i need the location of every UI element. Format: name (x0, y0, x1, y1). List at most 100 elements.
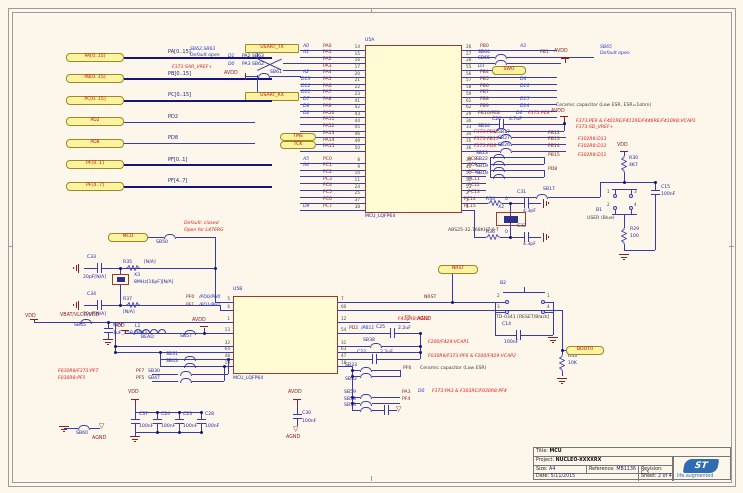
net-label: PF5 (136, 375, 145, 381)
wire (338, 310, 562, 311)
power-symbol (559, 380, 565, 382)
wire (600, 182, 601, 197)
power-symbol (623, 259, 625, 260)
junction-dot (177, 410, 181, 414)
wire (512, 150, 566, 152)
capacitor-icon (97, 263, 99, 273)
wire (474, 210, 475, 237)
button-contact-icon (629, 194, 633, 198)
bus-net-label: PB[0..15] (168, 70, 192, 77)
junction-dot (226, 357, 230, 361)
bus-wire (124, 78, 272, 80)
wire (462, 176, 486, 178)
junction-dot (418, 331, 422, 335)
wire (524, 287, 525, 292)
u5a-pin-number: 29 (466, 111, 472, 116)
power-symbol (78, 300, 79, 310)
wire (490, 177, 544, 179)
power-symbol (30, 318, 38, 320)
net-label: PB6 (480, 83, 489, 89)
power-symbol (107, 344, 109, 345)
net-label: PF7 (136, 368, 145, 374)
net-label: PA1 (323, 50, 332, 56)
comment-text: Ceramic capacitor (Low ESR) (420, 365, 487, 371)
wire (338, 359, 372, 360)
power-symbol (78, 263, 79, 273)
power-symbol (105, 341, 111, 343)
button-contact-icon (629, 206, 633, 210)
power-symbol (245, 73, 247, 80)
mcu-u5b-box (233, 296, 338, 374)
u5a-pin-number: 38 (354, 203, 360, 209)
u5a-pin-number: 45 (354, 124, 360, 130)
title-label: Title: (536, 448, 548, 454)
wire (338, 333, 390, 334)
arduino-pin-label: /PD0/PH0 (199, 294, 221, 300)
wire (495, 312, 505, 313)
designator: SB33 (345, 363, 357, 369)
junction-dot (199, 430, 203, 434)
power-label: AVDD (288, 390, 302, 395)
wire (338, 366, 352, 367)
component-value: 8MHz[16pF][N/A] (134, 279, 174, 285)
designator: C15 (661, 184, 671, 190)
arduino-pin-label: D6 (516, 110, 523, 116)
junction-dot (213, 266, 217, 270)
u5b-pin-number: 19 (217, 360, 230, 365)
designator: R34 (486, 196, 496, 202)
u5a-package: MCU_LQFP64 (365, 214, 396, 219)
bus-wire (124, 100, 272, 102)
solder-bridge-icon (78, 425, 90, 430)
net-label: PC0 (323, 156, 332, 162)
power-label: VDD (617, 143, 628, 148)
power-symbol (132, 438, 138, 440)
designator: SB23 (476, 150, 488, 156)
power-symbol (73, 304, 74, 306)
net-label: PC10 (468, 170, 480, 175)
wire (462, 196, 536, 198)
net-label: PC13 (468, 190, 480, 195)
wire (510, 237, 524, 238)
capacitor-icon (499, 118, 501, 129)
net-label: PB12 (548, 130, 560, 136)
designator: C29 (113, 323, 123, 328)
arduino-pin-label: A1 (303, 50, 310, 56)
sheet-label: Sheet: (641, 474, 657, 479)
power-symbol (548, 337, 558, 338)
wire (462, 63, 495, 65)
variant-note: F030R8/F373:PF6 & F200/F429:VCAP2 (428, 353, 516, 359)
power-symbol (621, 256, 627, 258)
designator: C23 (183, 412, 193, 417)
wire (352, 370, 360, 371)
pin-number: 3 (497, 303, 500, 309)
u5a-pin-number: 42 (354, 104, 360, 110)
wire (372, 370, 400, 371)
net-label: PB9 (480, 103, 489, 109)
capacitor-icon (153, 422, 162, 424)
arduino-pin-label: D8 (303, 103, 310, 109)
wire (120, 285, 121, 305)
component-value: 100nF (161, 423, 176, 429)
wire (512, 144, 566, 146)
u5a-pin-number: 14 (354, 43, 360, 49)
u5b-pin-number: 12 (341, 315, 347, 321)
designator: C33 (87, 255, 97, 260)
capacitor-icon (175, 422, 184, 424)
net-label: PD8 (548, 166, 558, 172)
wire (257, 53, 258, 58)
title-row: Title: MCU (534, 448, 731, 457)
wire (300, 117, 365, 119)
net-label: PC4 (323, 183, 332, 189)
variant-note: F373:PE8 (528, 110, 550, 116)
sheet-outer-border (8, 8, 736, 487)
capacitor-icon (516, 330, 518, 340)
bus-wire (124, 186, 272, 188)
wire (462, 183, 486, 185)
bus-wire (124, 164, 272, 166)
designator: SB58 (344, 396, 356, 402)
power-symbol (103, 339, 113, 340)
agnd-triangle-icon: ▽ (293, 425, 299, 433)
wire (300, 183, 365, 185)
u5a-pin-number: 11 (354, 177, 360, 182)
junction-dot (508, 235, 512, 239)
